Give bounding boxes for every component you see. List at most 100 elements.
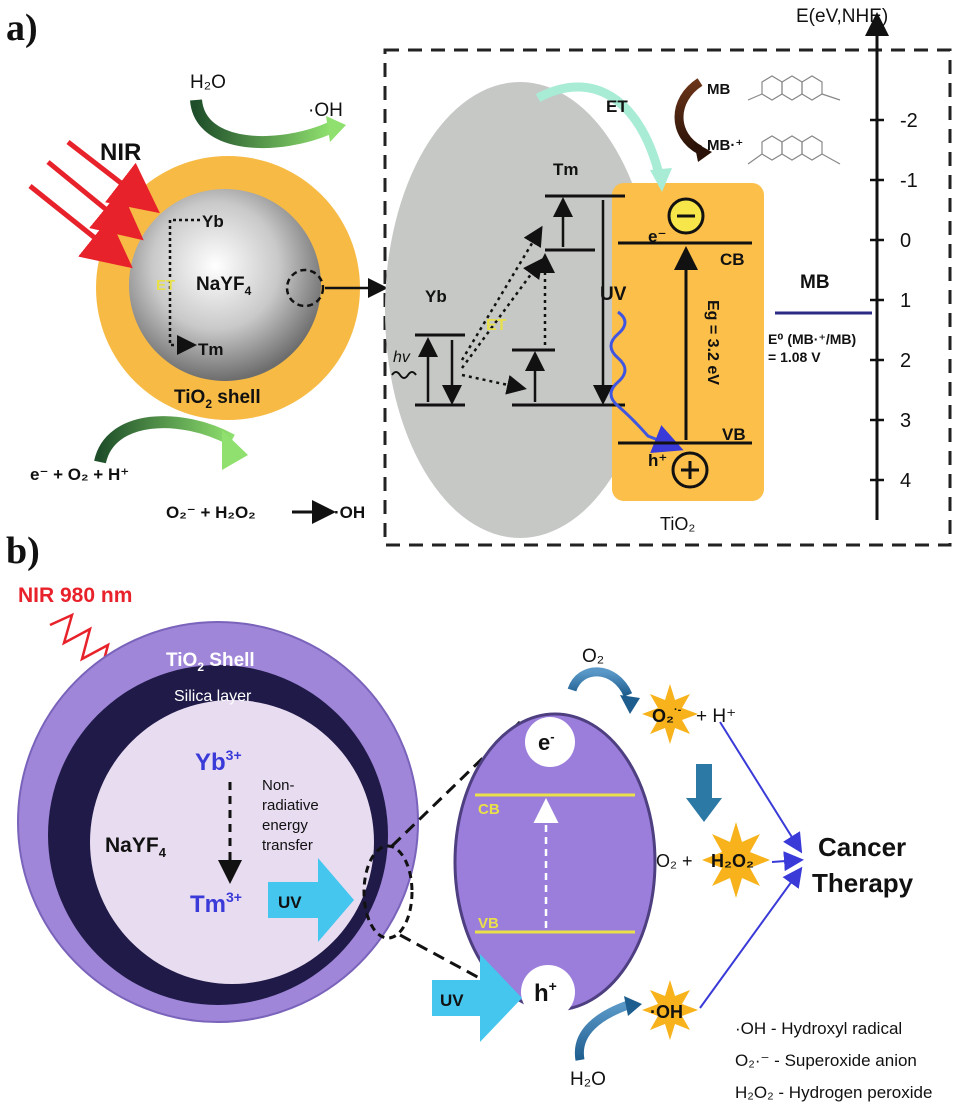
mb-right-label: MB	[800, 272, 830, 293]
h2o2-star	[702, 822, 770, 898]
water-to-oh-arrowhead	[326, 116, 346, 142]
mb-reaction-arrowhead	[694, 142, 712, 162]
h2o-oxidation-curve	[574, 1000, 630, 1061]
oxygen-reduction-arrow	[94, 416, 235, 464]
cb-label-a: CB	[720, 250, 745, 269]
tio2-shell-label: TiO2 shell	[174, 387, 261, 411]
equation-1: e⁻ + O₂ + H⁺	[30, 465, 129, 484]
vb-label-a: VB	[722, 425, 746, 444]
silica-layer-label: Silica layer	[174, 688, 252, 705]
therapy-label: Therapy	[812, 868, 914, 898]
nir-arrows	[28, 140, 160, 269]
transfer-line-3: energy	[262, 817, 308, 834]
plus-h-label: + H⁺	[696, 706, 736, 727]
electron-label-a: e⁻	[648, 227, 666, 246]
hydroxyl-star	[642, 980, 698, 1040]
hole-circle-b	[521, 965, 575, 1019]
e0-label-1: E⁰ (MB·⁺/MB)	[768, 331, 856, 347]
equation-2: O₂⁻ + H₂O₂	[166, 503, 256, 522]
panel-b: b) NIR 980 nm TiO2 Shell Silica layer Yb…	[6, 530, 932, 1102]
et-dotted-arrows	[460, 225, 555, 395]
uv-label-a: UV	[600, 284, 627, 305]
et-levels-label: ET	[486, 317, 507, 334]
hv-label: hv	[393, 349, 411, 366]
h2o2-label: H₂O₂	[711, 851, 754, 871]
tio2-band-box	[612, 183, 764, 501]
legend-peroxide: H₂O₂ - Hydrogen peroxide	[735, 1083, 932, 1102]
core-et-label: ET	[156, 277, 175, 294]
mb-radical-label: MB·⁺	[707, 137, 743, 154]
yb3-label: Yb3+	[195, 747, 242, 776]
transition-arrows	[418, 197, 613, 405]
et-top-label: ET	[606, 97, 628, 116]
mb-molecule-bottom	[747, 135, 841, 165]
panel-a: a) NIR H₂O ·OH Yb ET NaYF4 Tm TiO2 shell…	[6, 6, 952, 547]
et-top-arrowhead	[650, 168, 672, 192]
equation-2-product: ·OH	[334, 503, 365, 522]
nayf4-core-circle	[129, 189, 321, 381]
energy-levels	[415, 194, 625, 407]
core-yb-label: Yb	[202, 212, 224, 231]
hole-label-b: h+	[534, 978, 557, 1007]
axis-tick-label: 4	[900, 470, 911, 492]
o2-to-h2o2-arrow	[686, 764, 722, 822]
oxygen-reduction-arrowhead	[222, 430, 248, 470]
mb-molecule-top	[747, 75, 841, 101]
et-top-arrow	[535, 82, 665, 180]
o2-top-label: O₂	[582, 646, 604, 667]
tm-levels-label: Tm	[553, 160, 579, 179]
cb-label-b: CB	[478, 801, 500, 818]
axis-tick-label: -2	[900, 110, 918, 132]
transfer-line-1: Non-	[262, 777, 295, 794]
panel-a-label: a)	[6, 7, 38, 49]
therapy-arrows	[699, 721, 804, 1009]
photon-hv-wave	[391, 371, 417, 379]
transfer-line-2: radiative	[262, 797, 319, 814]
bandgap-label: Eg = 3.2 eV	[704, 300, 721, 385]
axis-tick-label: 1	[900, 290, 911, 312]
legend-hydroxyl: ·OH - Hydroxyl radical	[735, 1019, 902, 1038]
axis-tick-label: -1	[900, 170, 918, 192]
oh-radical-label: ·OH	[650, 1002, 683, 1022]
tm3-label: Tm3+	[190, 889, 242, 918]
h2o-oxidation-arrowhead	[624, 996, 642, 1016]
zoom-line-bottom	[399, 933, 521, 1002]
nir-label: NIR	[100, 139, 141, 166]
uv-arrow-2	[432, 954, 522, 1042]
transfer-line-4: transfer	[262, 837, 313, 854]
yb-levels-label: Yb	[425, 287, 447, 306]
core-et-path	[168, 218, 200, 355]
o2-reduction-curve	[567, 667, 633, 698]
zoom-circle-a	[285, 268, 325, 308]
uv-label-1: UV	[278, 893, 302, 912]
nayf4-label-b: NaYF4	[105, 834, 167, 860]
tio2-bottom-label: TiO₂	[660, 514, 695, 534]
zoom-circle-b	[362, 844, 414, 940]
cancer-label: Cancer	[818, 832, 906, 862]
electron-circle-b	[525, 717, 575, 767]
o2-radical-label: O₂·-	[652, 704, 682, 726]
hole-label-a: h⁺	[648, 451, 667, 470]
legend-superoxide: O₂·⁻ - Superoxide anion	[735, 1051, 917, 1070]
panel-b-label: b)	[6, 530, 40, 572]
energy-axis-title: E(eV,NHE)	[796, 6, 888, 27]
h2o-top-label: H₂O	[190, 72, 226, 93]
transfer-text: Non- radiative energy transfer	[262, 777, 319, 854]
h2o-bottom-label: H₂O	[570, 1069, 606, 1090]
vb-label-b: VB	[478, 915, 499, 932]
uv-arrow-1	[268, 858, 354, 942]
uv-label-2: UV	[440, 991, 464, 1010]
axis-tick-label: 3	[900, 410, 911, 432]
o2-reduction-arrowhead	[620, 695, 640, 714]
mb-reaction-arrow	[674, 78, 703, 154]
axis-tick-label: 2	[900, 350, 911, 372]
superoxide-star	[642, 684, 698, 744]
nir-980-label: NIR 980 nm	[18, 584, 132, 607]
e0-label-2: = 1.08 V	[768, 349, 821, 365]
water-to-oh-arrow	[190, 98, 333, 148]
electron-label-b: e-	[538, 729, 555, 755]
core-tm-label: Tm	[198, 340, 224, 359]
tio2-shell-label-b: TiO2 Shell	[166, 650, 255, 674]
